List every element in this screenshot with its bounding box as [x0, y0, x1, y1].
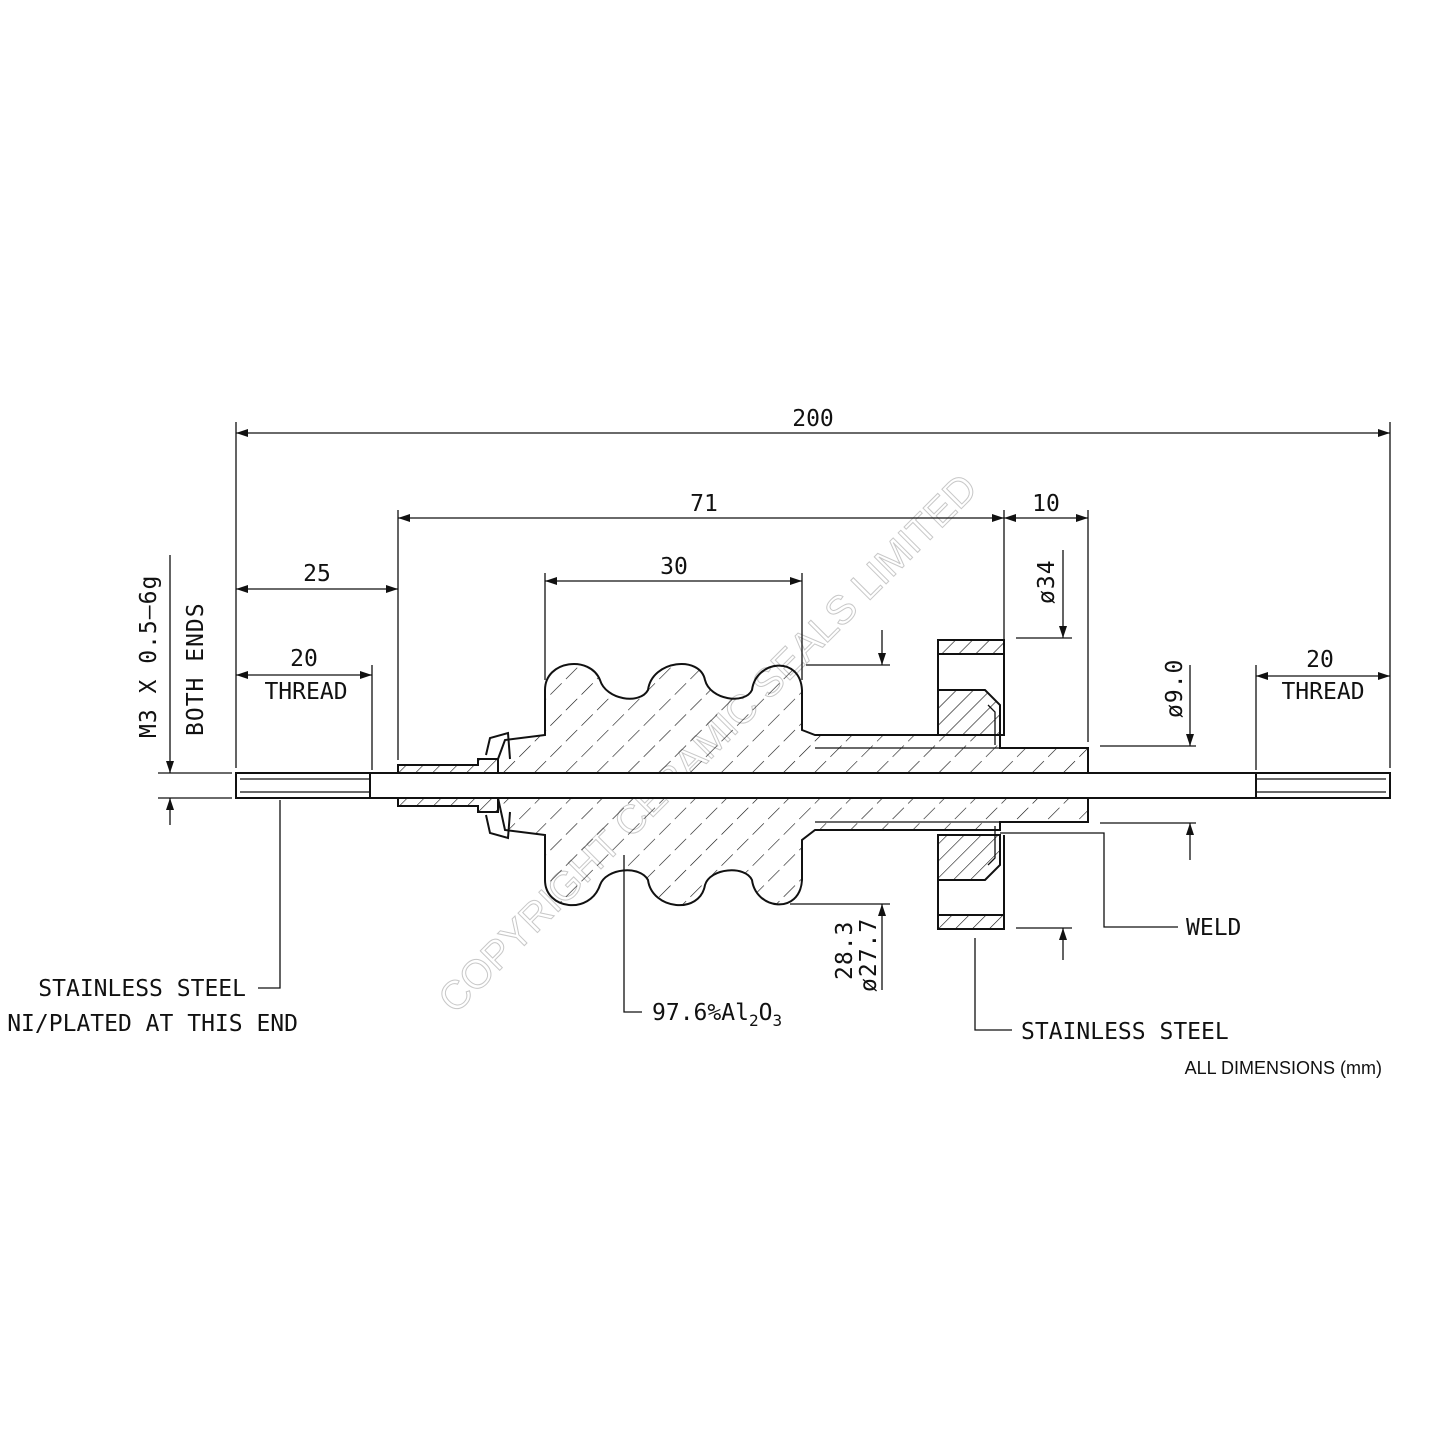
callout-flange-material: STAINLESS STEEL [1021, 1019, 1229, 1045]
left-braze-cap-top [485, 731, 511, 760]
dim-right-thread-value: 20 [1306, 647, 1334, 673]
dim-shed-span-value: 30 [660, 554, 688, 580]
left-sleeve-bottom [397, 797, 499, 813]
ceramic-upper [497, 663, 1089, 774]
dim-ceramic-to-flange-value: 71 [690, 491, 718, 517]
dim-flange-diameter-value: ø34 [1034, 559, 1060, 604]
leader-flange-material [974, 938, 1012, 1031]
dim-flange-width-value: 10 [1032, 491, 1060, 517]
left-sleeve-top [397, 758, 499, 774]
dim-left-thread-value: 20 [290, 646, 318, 672]
callout-ceramic-prefix: 97.6%Al [652, 1000, 749, 1026]
dim-ceramic-inner-value: ø27.7 [856, 918, 882, 992]
thread-spec-line1: M3 X 0.5–6g [136, 575, 162, 738]
footer-note: ALL DIMENSIONS (mm) [1185, 1058, 1382, 1078]
callout-ceramic-sub1: 2 [749, 1011, 759, 1030]
dim-ceramic-outer-value: 28.3 [832, 921, 858, 980]
feedthrough-part [235, 639, 1391, 930]
dim-left-to-ceramic-value: 25 [303, 561, 331, 587]
callout-ceramic-mid: O [759, 1000, 773, 1026]
thread-spec-line2: BOTH ENDS [183, 602, 209, 736]
flange-bottom-inner [937, 834, 1001, 881]
flange-top-ring [937, 639, 1005, 655]
flange-bottom-ring [937, 914, 1005, 930]
dim-tube-diameter-value: ø9.0 [1162, 659, 1188, 718]
flange-bottom-body [937, 835, 1005, 930]
callout-ceramic-material: 97.6%Al2O3 [652, 1000, 782, 1030]
callout-left-material-line2: NI/PLATED AT THIS END [7, 1011, 298, 1037]
callouts: STAINLESS STEEL NI/PLATED AT THIS END 97… [7, 800, 1241, 1045]
dim-left-thread-label: THREAD [264, 679, 347, 705]
left-braze-cap-bottom [485, 811, 511, 840]
flange-top-inner [937, 689, 1001, 736]
dim-right-thread-label: THREAD [1281, 679, 1364, 705]
conductor-rod [235, 772, 1391, 799]
callout-weld: WELD [1186, 915, 1241, 941]
callout-left-material-line1: STAINLESS STEEL [38, 976, 246, 1002]
ceramic-lower [496, 797, 1089, 907]
dimension-lines: 200 71 10 30 25 20 THREAD 20 THREAD ø34 [136, 406, 1391, 992]
dim-overall-length-value: 200 [792, 406, 834, 432]
weld-bead-top [987, 704, 996, 745]
leader-weld [1000, 832, 1178, 928]
leader-ceramic-material [623, 855, 642, 1013]
callout-ceramic-sub2: 3 [772, 1011, 782, 1030]
weld-bead-bottom [987, 826, 996, 866]
leader-left-material [258, 800, 281, 989]
